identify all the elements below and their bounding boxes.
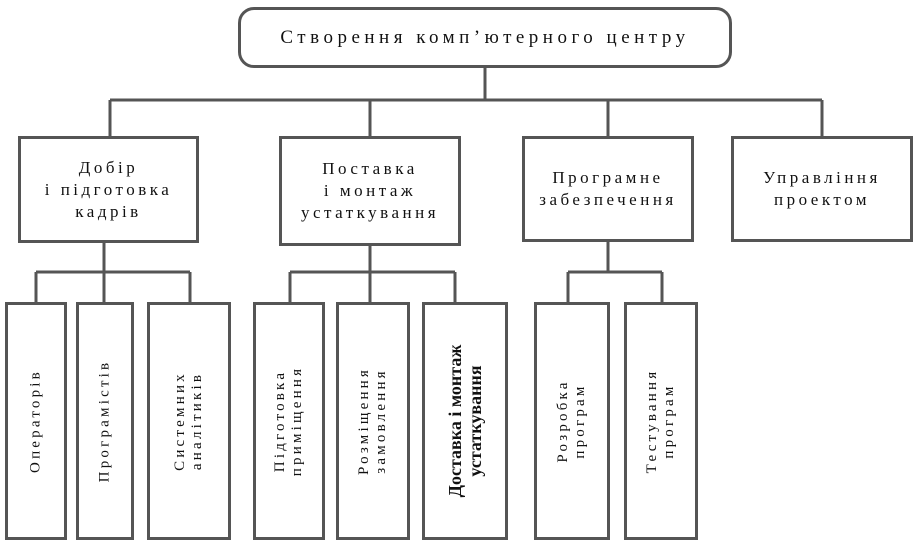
leaf-operators: Операторів xyxy=(5,302,67,540)
category-label-line: Програмне xyxy=(552,168,664,187)
leaf-label-line: програм xyxy=(572,383,588,459)
leaf-label-line: замовлення xyxy=(373,368,389,474)
leaf-delivery-installation: Доставка і монтаж устаткування xyxy=(422,302,508,540)
leaf-label-line: устаткування xyxy=(465,365,485,477)
leaf-software-testing: Тестування програм xyxy=(624,302,698,540)
leaf-order-placement: Розміщення замовлення xyxy=(336,302,410,540)
category-project-management: Управління проектом xyxy=(731,136,913,242)
leaf-label-line: Розміщення xyxy=(356,366,372,476)
category-staffing: Добір і підготовка кадрів xyxy=(18,136,199,243)
category-label-line: кадрів xyxy=(75,201,142,221)
leaf-label-line: Системних xyxy=(172,371,188,471)
leaf-label-line: Програмістів xyxy=(96,359,113,483)
leaf-label-line: програм xyxy=(661,383,677,459)
category-label-line: і монтаж xyxy=(323,181,417,200)
root-node: Створення комп’ютерного центру xyxy=(238,7,732,68)
root-title: Створення комп’ютерного центру xyxy=(280,26,690,48)
category-label-line: Добір xyxy=(78,157,139,177)
category-label-line: Управління xyxy=(763,168,881,187)
leaf-label-line: аналітиків xyxy=(189,371,205,471)
leaf-system-analysts: Системних аналітиків xyxy=(147,302,231,540)
category-equipment: Поставка і монтаж устаткування xyxy=(279,136,461,246)
leaf-label-line: Тестування xyxy=(644,368,660,474)
leaf-label-line: Доставка і монтаж xyxy=(445,344,465,498)
leaf-premises-preparation: Підготовка приміщення xyxy=(253,302,325,540)
category-software: Програмне забезпечення xyxy=(522,136,694,242)
category-label-line: і підготовка xyxy=(44,179,173,199)
leaf-label-line: Операторів xyxy=(27,369,44,473)
leaf-software-development: Розробка програм xyxy=(534,302,610,540)
category-label-line: проектом xyxy=(773,190,871,209)
category-label-line: забезпечення xyxy=(539,190,677,209)
leaf-label-line: приміщення xyxy=(289,365,305,477)
category-label-line: Поставка xyxy=(322,159,418,178)
leaf-label-line: Підготовка xyxy=(272,369,288,473)
leaf-programmers: Програмістів xyxy=(76,302,134,540)
category-label-line: устаткування xyxy=(300,203,440,222)
leaf-label-line: Розробка xyxy=(555,379,571,463)
